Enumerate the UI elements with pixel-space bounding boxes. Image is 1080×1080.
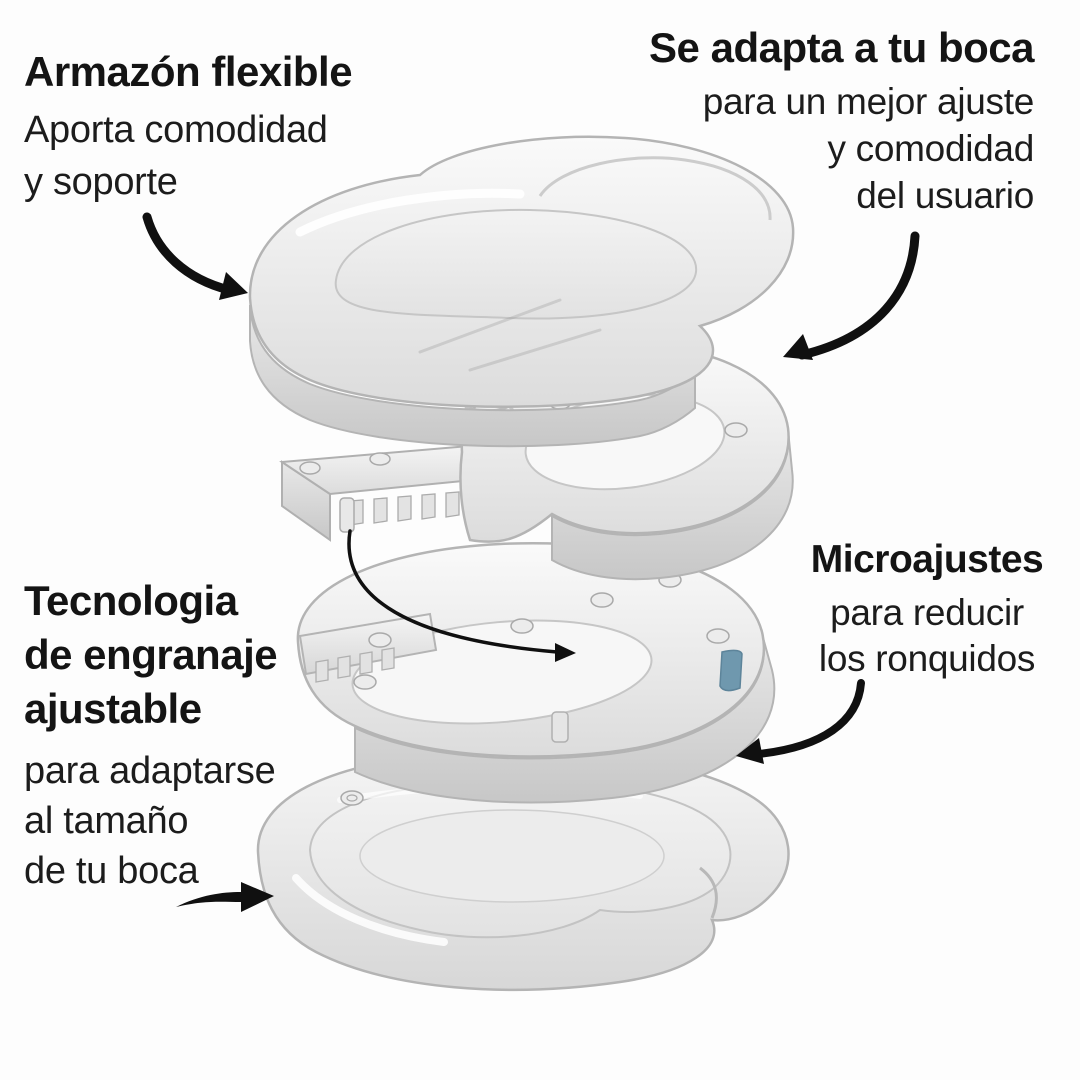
- annotation-title: Armazón flexible: [24, 48, 353, 95]
- rack-tab: [339, 497, 355, 533]
- annotation-line: para adaptarse: [24, 750, 276, 792]
- annotation-line: para reducir: [830, 592, 1024, 633]
- annotation-se-adapta: Se adapta a tu boca para un mejor ajuste…: [649, 24, 1034, 219]
- annotation-line: los ronquidos: [818, 638, 1036, 679]
- screw-details: [340, 790, 364, 806]
- annotation-tecnologia-engranaje: Tecnologia de engranaje ajustable para a…: [24, 574, 278, 896]
- screw: [510, 618, 534, 634]
- screw: [346, 794, 358, 802]
- arrow-adapta: [797, 231, 920, 360]
- arrow-microajustes-head: [736, 738, 764, 764]
- screw: [340, 790, 364, 806]
- upper-tray-channel: [334, 208, 698, 320]
- annotation-microajustes: Microajustes para reducir los ronquidos: [782, 536, 1072, 682]
- upper-tray-highlight: [295, 188, 525, 237]
- microadjuster-tab: [719, 649, 743, 692]
- arrow-boca: [176, 882, 274, 912]
- annotation-armazon-flexible: Armazón flexible Aporta comodidad y sopo…: [24, 48, 353, 208]
- annotation-line: del usuario: [856, 175, 1034, 216]
- annotation-title-line: ajustable: [24, 685, 202, 732]
- annotation-line: y soporte: [24, 161, 178, 203]
- annotation-title-line: de engranaje: [24, 631, 278, 678]
- upper-tray-back-ridge: [538, 156, 772, 221]
- adjuster-pin: [551, 711, 569, 743]
- screw-details: [353, 572, 730, 690]
- rack-attachment-teeth: [315, 647, 395, 683]
- annotation-line: para un mejor ajuste: [702, 81, 1035, 122]
- screw: [368, 632, 392, 648]
- arrow-adapta-head: [783, 334, 813, 360]
- annotation-line: al tamaño: [24, 800, 189, 842]
- annotation-line: Aporta comodidad: [24, 109, 328, 151]
- arrow-armazon: [142, 212, 234, 295]
- screw: [724, 422, 748, 438]
- upper-tray-side: [249, 304, 696, 448]
- layer-upper-tray: [248, 135, 795, 448]
- arrows: [142, 212, 920, 912]
- upper-tray-streak: [418, 298, 602, 372]
- lower-tray-highlight: [292, 874, 448, 946]
- lower-tray-notch: [699, 866, 718, 919]
- arrow-engranaje-curve: [347, 529, 559, 654]
- arrow-engranaje-head: [555, 643, 576, 662]
- screw: [590, 592, 614, 608]
- annotation-title: Microajustes: [810, 538, 1044, 581]
- arrow-microajustes: [755, 679, 865, 758]
- disc-side: [551, 429, 794, 581]
- arrow-armazon-head: [219, 272, 248, 300]
- layer-lower-frame-microadjuster: [296, 542, 776, 804]
- annotation-title-line: Tecnologia: [24, 577, 238, 624]
- lower-tray-floor: [359, 809, 665, 903]
- annotation-body: para adaptarse al tamaño de tu boca: [24, 746, 277, 896]
- annotation-line: de tu boca: [24, 850, 199, 892]
- screw: [353, 674, 377, 690]
- screw: [299, 461, 321, 475]
- screw: [369, 452, 391, 466]
- frame-side: [354, 633, 776, 804]
- annotation-line: y comodidad: [827, 128, 1035, 169]
- annotation-title: Se adapta a tu boca: [649, 24, 1034, 71]
- screw: [706, 628, 730, 644]
- rack-attachment: [298, 612, 438, 676]
